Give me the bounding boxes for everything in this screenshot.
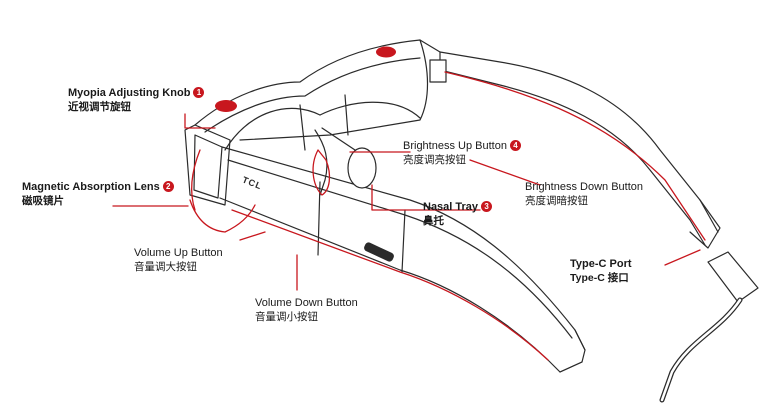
- nasal-tray: [314, 129, 328, 196]
- nose-pad: [347, 147, 377, 189]
- label-typec-zh: Type-C 接口: [570, 272, 629, 284]
- leader-nasal: [371, 184, 481, 211]
- cable-inner: [660, 298, 742, 402]
- volume-button: [364, 242, 394, 262]
- label-volume-down: Volume Down Button 音量调小按钮: [255, 296, 358, 324]
- label-typec-port: Type-C Port Type-C 接口: [570, 257, 632, 285]
- myopia-knob-left: [215, 100, 237, 112]
- label-volume-down-en: Volume Down Button: [255, 297, 358, 309]
- magnetic-lens-outline-2: [191, 149, 201, 211]
- frame-top-inner: [204, 57, 421, 133]
- label-brightness-down-en: Brightness Down Button: [525, 181, 644, 193]
- label-brightness-up-zh: 亮度调亮按钮: [403, 154, 466, 166]
- label-volume-up: Volume Up Button 音量调大按钮: [134, 246, 223, 274]
- lens-divider: [299, 104, 306, 151]
- lens-curve-right: [319, 101, 421, 119]
- myopia-knob-right: [376, 46, 396, 58]
- label-myopia-zh: 近视调节旋钮: [68, 101, 131, 113]
- leader-brightness-down: [469, 159, 541, 186]
- label-number-badge: 1: [193, 87, 205, 98]
- label-volume-up-zh: 音量调大按钮: [134, 261, 197, 273]
- lens-divider-2: [344, 94, 349, 136]
- label-volume-down-zh: 音量调小按钮: [255, 311, 318, 323]
- label-brightness-down-zh: 亮度调暗按钮: [525, 195, 588, 207]
- front-frame-face: [193, 134, 223, 199]
- left-temple-bottom: [219, 197, 583, 373]
- label-typec-en: Type-C Port: [570, 258, 632, 270]
- label-number-badge: 2: [162, 181, 174, 192]
- left-temple-highlight: [231, 209, 549, 361]
- right-temple-top: [439, 51, 719, 233]
- label-magnetic-zh: 磁吸镜片: [22, 195, 64, 207]
- volume-seam-2: [401, 209, 406, 273]
- front-frame: [184, 124, 231, 206]
- left-temple-top: [221, 146, 586, 351]
- right-temple-bottom: [439, 69, 706, 246]
- nasal-outline: [312, 149, 331, 196]
- leader-typec: [664, 249, 701, 266]
- frame-rear-shell: [239, 39, 429, 141]
- right-temple-highlight: [444, 71, 706, 241]
- label-number-badge: 3: [481, 201, 493, 212]
- frame-top-edge: [194, 39, 441, 126]
- label-number-badge: 4: [509, 140, 521, 151]
- nose-arm: [321, 127, 356, 151]
- label-brightness-down: Brightness Down Button 亮度调暗按钮: [525, 180, 643, 208]
- right-temple-tip: [689, 199, 721, 249]
- left-temple-tip: [559, 329, 586, 373]
- label-volume-up-en: Volume Up Button: [134, 247, 223, 259]
- label-nasal-zh: 鼻托: [423, 215, 444, 227]
- leader-volume-up: [239, 231, 266, 241]
- cable-plug: [707, 251, 759, 303]
- left-temple-face: [227, 159, 573, 339]
- magnetic-lens-outline: [189, 199, 256, 233]
- leader-myopia: [184, 113, 216, 129]
- hinge-block: [429, 59, 447, 83]
- lens-curve-left: [224, 107, 321, 151]
